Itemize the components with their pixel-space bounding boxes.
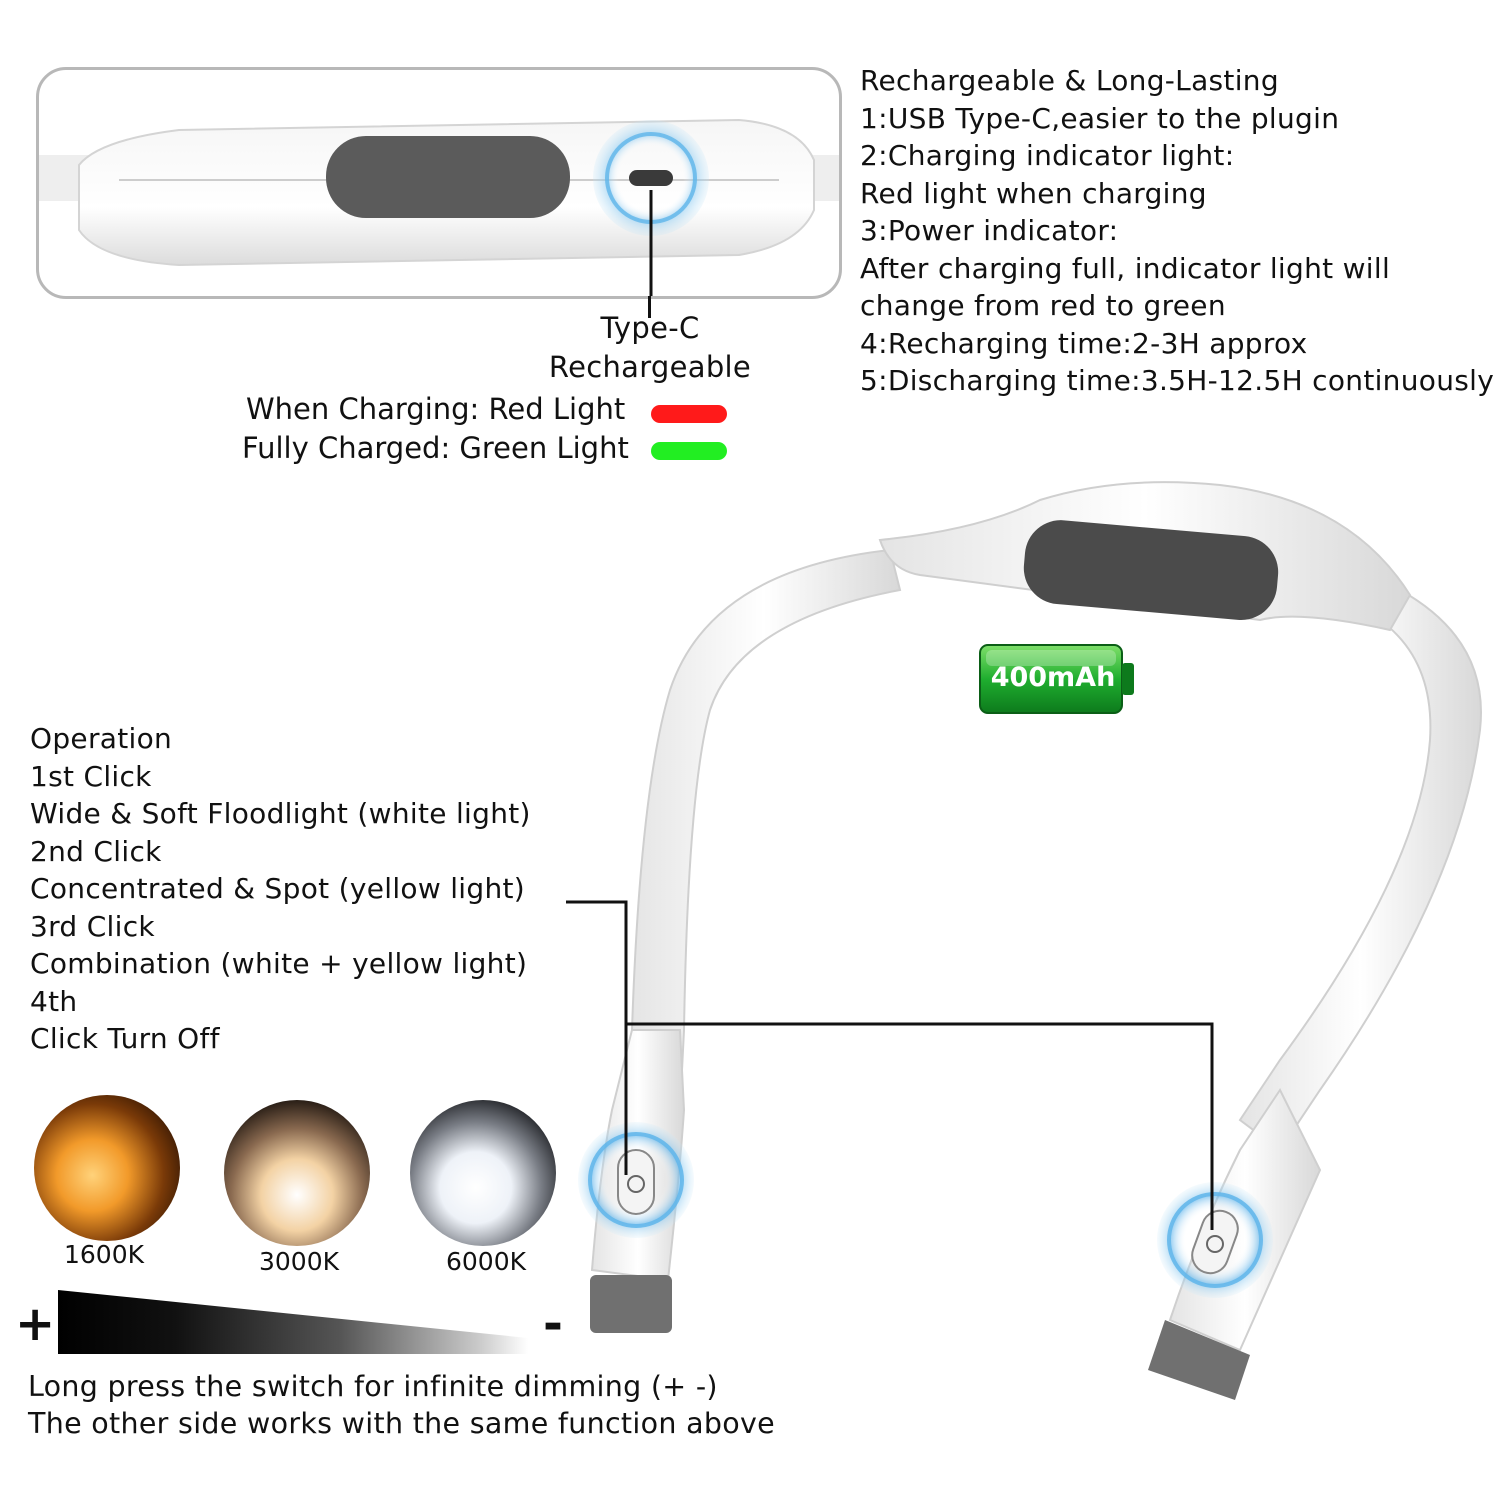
right-lens-cap xyxy=(1148,1320,1250,1400)
swatch-6000k-label: 6000K xyxy=(446,1247,527,1276)
left-lens-cap xyxy=(590,1275,672,1333)
feature-line: change from red to green xyxy=(860,289,1226,322)
operation-line: Click Turn Off xyxy=(30,1022,220,1055)
right-switch-callout-line xyxy=(626,1022,1214,1230)
neck-lamp-body-closeup xyxy=(39,118,839,296)
swatch-1600k xyxy=(34,1095,180,1241)
operation-line: Wide & Soft Floodlight (white light) xyxy=(30,797,531,830)
left-power-switch xyxy=(617,1149,655,1215)
swatch-3000k-label: 3000K xyxy=(259,1247,340,1276)
neck-button-panel xyxy=(1023,520,1279,620)
operation-line: Combination (white + yellow light) xyxy=(30,947,528,980)
feature-list: Rechargeable & Long-Lasting 1:USB Type-C,… xyxy=(860,62,1494,400)
operation-callout-line xyxy=(566,900,628,1175)
swatch-3000k xyxy=(224,1100,370,1246)
feature-line: 4:Recharging time:2-3H approx xyxy=(860,326,1308,360)
legend-charged-text: Fully Charged: Green Light xyxy=(242,431,629,465)
operation-heading: Operation xyxy=(30,722,173,755)
battery-icon xyxy=(979,644,1134,714)
feature-line: 3:Power indicator: xyxy=(860,214,1119,247)
operation-line: 2nd Click xyxy=(30,834,162,868)
red-light-indicator xyxy=(651,405,727,423)
operation-line: 4th xyxy=(30,984,78,1018)
feature-line: 2:Charging indicator light: xyxy=(860,139,1235,172)
charging-port-inset xyxy=(36,67,842,299)
dimming-note-line1: Long press the switch for infinite dimmi… xyxy=(28,1370,718,1403)
legend-charging-text: When Charging: Red Light xyxy=(246,392,626,426)
feature-line: 1:USB Type-C,easier to the plugin xyxy=(860,101,1340,135)
feature-line: After charging full, indicator light wil… xyxy=(860,251,1391,285)
dimming-gradient-bar xyxy=(58,1290,528,1354)
brightness-plus: + xyxy=(15,1296,56,1352)
brightness-minus: - xyxy=(543,1296,563,1352)
feature-line: Rechargeable & Long-Lasting xyxy=(860,64,1279,97)
battery-capacity-label: 400mAh xyxy=(990,662,1116,693)
swatch-6000k xyxy=(410,1100,556,1246)
feature-line: 5:Discharging time:3.5H-12.5H continuous… xyxy=(860,364,1495,397)
port-label-line2: Rechargeable xyxy=(548,350,752,384)
operation-line: 3rd Click xyxy=(30,909,155,943)
port-callout-line xyxy=(648,296,651,318)
swatch-1600k-label: 1600K xyxy=(64,1240,145,1269)
green-light-indicator xyxy=(651,442,727,460)
feature-line: Red light when charging xyxy=(860,176,1207,210)
operation-line: Concentrated & Spot (yellow light) xyxy=(30,872,526,905)
port-label-line1: Type-C xyxy=(600,311,700,345)
button-panel xyxy=(326,136,570,218)
operation-line: 1st Click xyxy=(30,759,152,793)
right-power-switch xyxy=(1191,1209,1239,1275)
right-arm xyxy=(1238,588,1482,1152)
neck-lamp-illustration xyxy=(566,481,1482,1400)
left-arm xyxy=(626,548,902,1111)
usb-c-port xyxy=(629,170,673,186)
dimming-note-line2: The other side works with the same funct… xyxy=(28,1407,775,1440)
